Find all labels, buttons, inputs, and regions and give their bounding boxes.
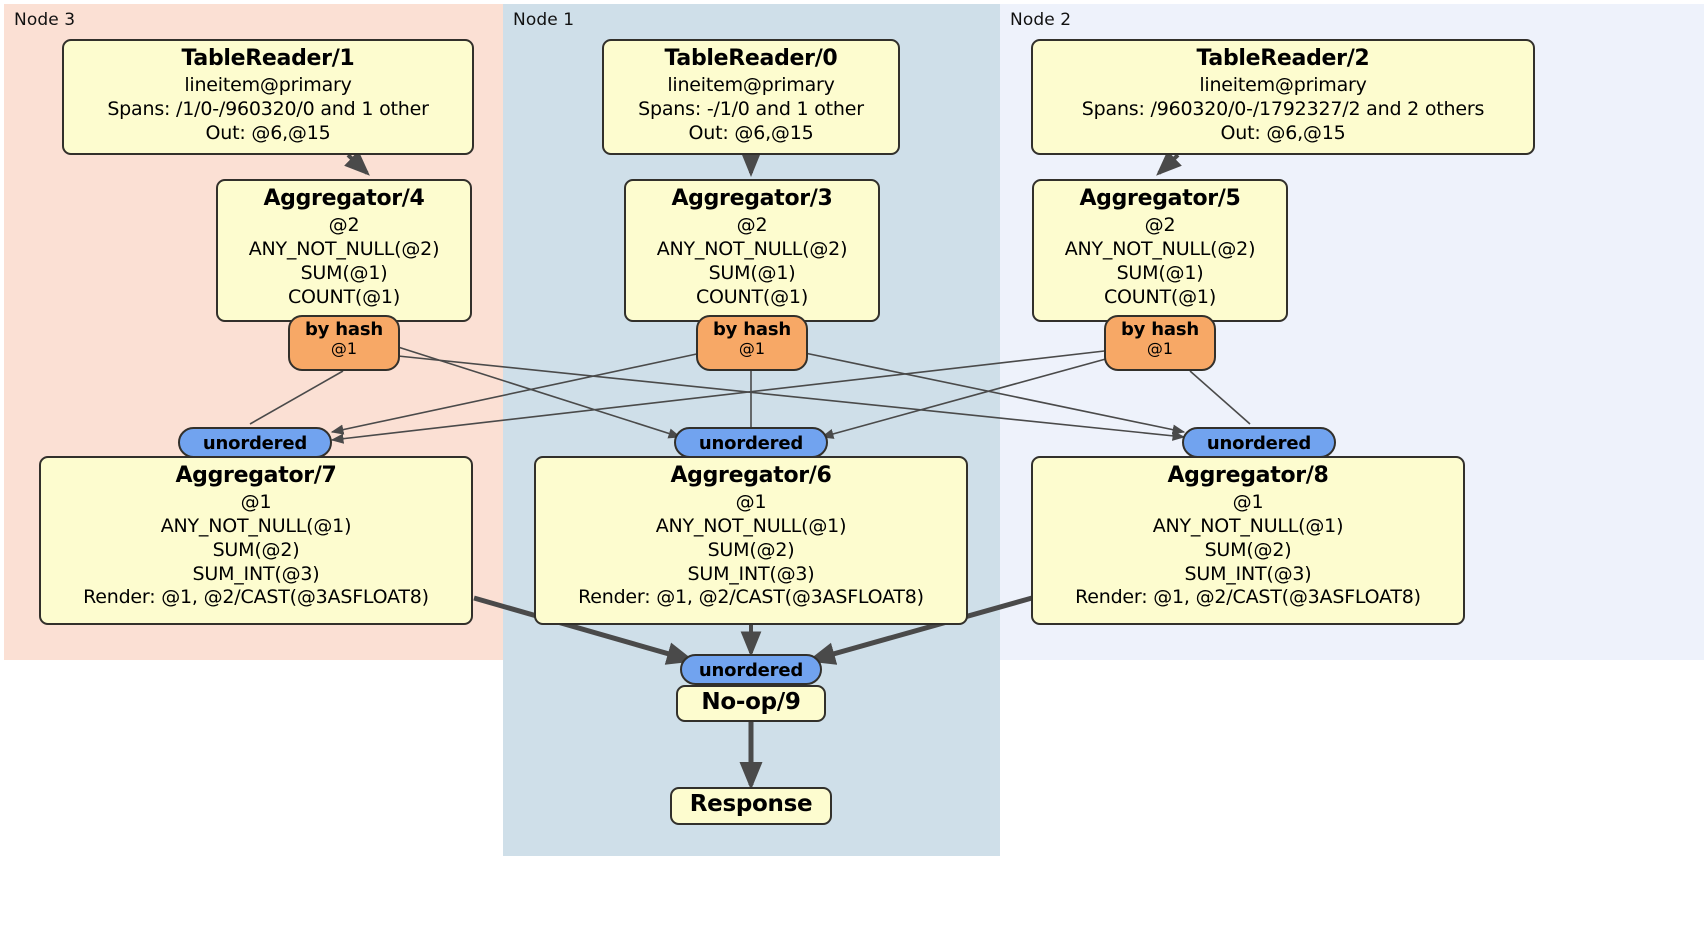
processor-line: SUM_INT(@3): [192, 562, 320, 585]
processor-line: @2: [328, 213, 360, 236]
router-column: @1: [738, 339, 766, 359]
processor-title: TableReader/0: [664, 46, 838, 71]
node-region-label-node-1: Node 1: [513, 10, 575, 30]
processor-line: Render: @1, @2/CAST(@3ASFLOAT8): [1075, 586, 1421, 609]
processor-title: TableReader/1: [181, 46, 355, 71]
processor-line: Render: @1, @2/CAST(@3ASFLOAT8): [83, 586, 429, 609]
processor-line: COUNT(@1): [287, 285, 401, 308]
processor-aggregator-8[interactable]: Aggregator/8 @1 ANY_NOT_NULL(@1) SUM(@2)…: [1031, 456, 1465, 625]
processor-line: SUM(@2): [212, 538, 300, 561]
synchronizer-title: unordered: [698, 433, 804, 454]
synchronizer-unordered-noop-9[interactable]: unordered: [680, 654, 822, 685]
processor-line: Spans: -/1/0 and 1 other: [638, 97, 864, 120]
processor-line: SUM(@1): [300, 261, 388, 284]
processor-line: lineitem@primary: [184, 73, 352, 96]
processor-line: @1: [735, 490, 767, 513]
processor-response[interactable]: Response: [670, 787, 832, 825]
synchronizer-title: unordered: [1206, 433, 1312, 454]
processor-title: Aggregator/8: [1167, 463, 1329, 488]
processor-tablereader-0[interactable]: TableReader/0 lineitem@primary Spans: -/…: [602, 39, 900, 155]
processor-title: TableReader/2: [1196, 46, 1370, 71]
processor-aggregator-3[interactable]: Aggregator/3 @2 ANY_NOT_NULL(@2) SUM(@1)…: [624, 179, 880, 322]
processor-aggregator-6[interactable]: Aggregator/6 @1 ANY_NOT_NULL(@1) SUM(@2)…: [534, 456, 968, 625]
processor-line: ANY_NOT_NULL(@1): [655, 514, 847, 537]
processor-line: SUM_INT(@3): [1184, 562, 1312, 585]
processor-line: ANY_NOT_NULL(@2): [248, 237, 440, 260]
processor-line: Out: @6,@15: [688, 121, 814, 144]
synchronizer-title: unordered: [202, 433, 308, 454]
node-region-label-node-2: Node 2: [1010, 10, 1072, 30]
processor-line: @2: [1144, 213, 1176, 236]
processor-line: ANY_NOT_NULL(@1): [160, 514, 352, 537]
processor-line: Render: @1, @2/CAST(@3ASFLOAT8): [578, 586, 924, 609]
synchronizer-unordered-aggregator-8[interactable]: unordered: [1182, 427, 1336, 458]
processor-line: SUM(@2): [1204, 538, 1292, 561]
processor-line: Spans: /1/0-/960320/0 and 1 other: [107, 97, 429, 120]
router-by-hash-aggregator-5[interactable]: by hash @1: [1104, 315, 1216, 371]
processor-line: SUM_INT(@3): [687, 562, 815, 585]
processor-title: Aggregator/3: [671, 186, 833, 211]
router-title: by hash: [713, 319, 791, 340]
processor-line: SUM(@1): [708, 261, 796, 284]
processor-tablereader-1[interactable]: TableReader/1 lineitem@primary Spans: /1…: [62, 39, 474, 155]
processor-line: lineitem@primary: [667, 73, 835, 96]
processor-line: @2: [736, 213, 768, 236]
processor-line: @1: [240, 490, 272, 513]
router-by-hash-aggregator-4[interactable]: by hash @1: [288, 315, 400, 371]
processor-title: Aggregator/6: [670, 463, 832, 488]
processor-no-op-9[interactable]: No-op/9: [676, 685, 826, 722]
synchronizer-unordered-aggregator-6[interactable]: unordered: [674, 427, 828, 458]
router-title: by hash: [305, 319, 383, 340]
processor-line: Out: @6,@15: [1220, 121, 1346, 144]
processor-title: Aggregator/5: [1079, 186, 1241, 211]
router-title: by hash: [1121, 319, 1199, 340]
processor-aggregator-4[interactable]: Aggregator/4 @2 ANY_NOT_NULL(@2) SUM(@1)…: [216, 179, 472, 322]
processor-line: ANY_NOT_NULL(@1): [1152, 514, 1344, 537]
router-by-hash-aggregator-3[interactable]: by hash @1: [696, 315, 808, 371]
processor-aggregator-7[interactable]: Aggregator/7 @1 ANY_NOT_NULL(@1) SUM(@2)…: [39, 456, 473, 625]
processor-title: Response: [689, 791, 813, 817]
processor-line: Spans: /960320/0-/1792327/2 and 2 others: [1081, 97, 1485, 120]
processor-tablereader-2[interactable]: TableReader/2 lineitem@primary Spans: /9…: [1031, 39, 1535, 155]
node-region-label-node-3: Node 3: [14, 10, 76, 30]
processor-line: SUM(@2): [707, 538, 795, 561]
processor-title: Aggregator/4: [263, 186, 425, 211]
processor-line: ANY_NOT_NULL(@2): [656, 237, 848, 260]
processor-line: COUNT(@1): [1103, 285, 1217, 308]
synchronizer-title: unordered: [698, 660, 804, 681]
processor-line: SUM(@1): [1116, 261, 1204, 284]
processor-title: Aggregator/7: [175, 463, 337, 488]
router-column: @1: [330, 339, 358, 359]
processor-aggregator-5[interactable]: Aggregator/5 @2 ANY_NOT_NULL(@2) SUM(@1)…: [1032, 179, 1288, 322]
processor-title: No-op/9: [701, 689, 801, 715]
router-column: @1: [1146, 339, 1174, 359]
processor-line: ANY_NOT_NULL(@2): [1064, 237, 1256, 260]
processor-line: Out: @6,@15: [205, 121, 331, 144]
processor-line: COUNT(@1): [695, 285, 809, 308]
processor-line: lineitem@primary: [1199, 73, 1367, 96]
synchronizer-unordered-aggregator-7[interactable]: unordered: [178, 427, 332, 458]
processor-line: @1: [1232, 490, 1264, 513]
